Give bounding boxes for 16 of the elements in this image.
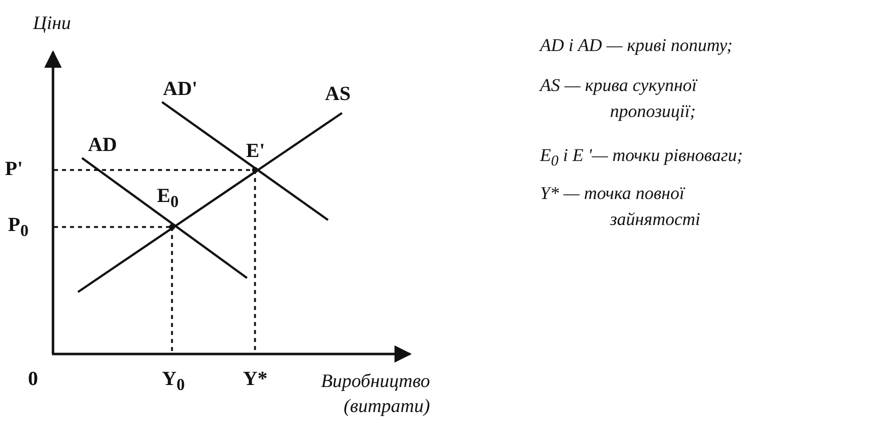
note: E$_{0}$ і E '— точки рівноваги;	[540, 144, 744, 172]
note: Y* — точка повної зайнятості	[540, 182, 702, 232]
axis-title: Ціни	[33, 14, 71, 35]
curve-label: AD	[88, 134, 117, 156]
curve-label: AD'	[163, 78, 198, 100]
point-label: E'	[246, 140, 265, 162]
axis-tick-label: P$_{0}$	[8, 214, 29, 240]
axis-title: Виробництво (витрати)	[320, 370, 430, 419]
axis-tick-label: P'	[5, 158, 23, 180]
axis-tick-label: Y$_{0}$	[162, 368, 185, 394]
curve-label: AS	[325, 83, 351, 105]
axis-tick-label: Y*	[243, 368, 268, 390]
point-label: E$_{0}$	[157, 185, 179, 212]
axis-tick-label: 0	[28, 368, 38, 390]
note: AS — крива сукупної пропозиції;	[540, 74, 698, 124]
note: AD і AD — криві попиту;	[540, 34, 734, 57]
